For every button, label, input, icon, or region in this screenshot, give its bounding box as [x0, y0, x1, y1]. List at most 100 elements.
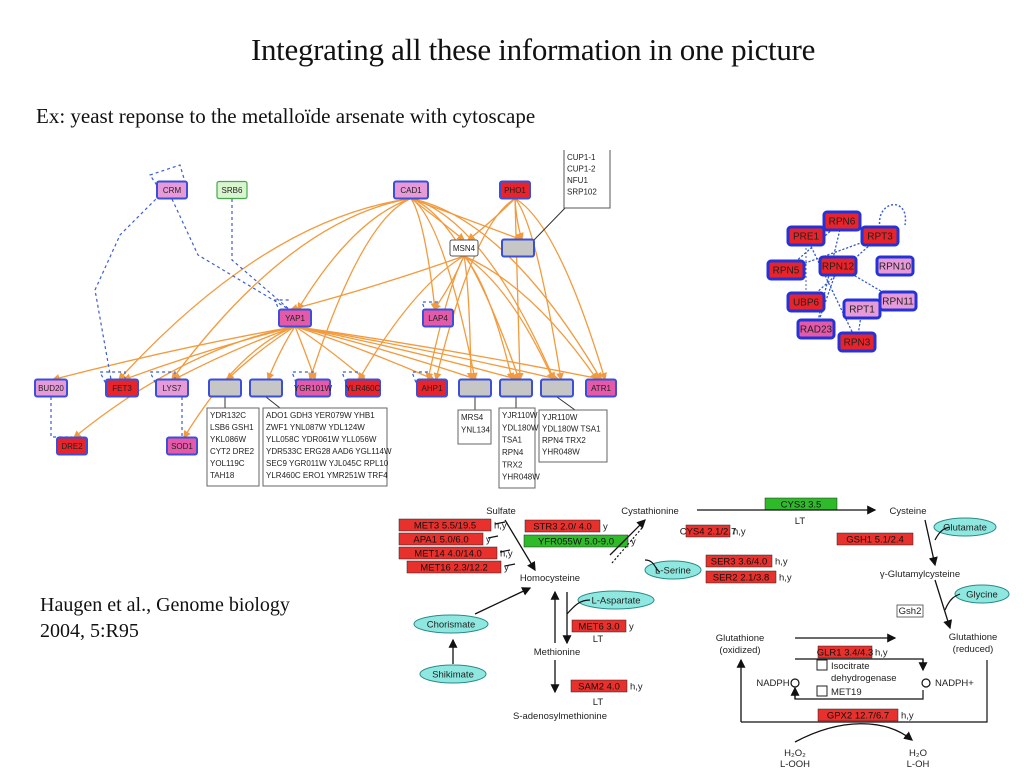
organism-tag: h,y: [494, 521, 507, 532]
gene-list-frame: [498, 407, 536, 489]
regulatory-edge: [51, 325, 296, 382]
node-box: [796, 318, 836, 340]
gsh2-box: [896, 604, 924, 618]
node-box: [345, 378, 381, 398]
gene-name: YNL134: [461, 426, 490, 435]
gene-name: CUP1-2: [567, 165, 596, 174]
node-label: LYS7: [163, 384, 183, 393]
regulatory-edge: [410, 197, 602, 381]
oval-label: L-Aspartate: [591, 596, 640, 607]
gene-name: TAH18: [210, 471, 235, 480]
network-node-bud20: BUD20: [34, 378, 68, 398]
node-label: PRE1: [793, 232, 820, 243]
node-label: YGR101W: [294, 384, 333, 393]
enzyme-box: [685, 524, 731, 538]
gene-name: RPN4: [502, 448, 524, 457]
regulatory-edge: [425, 255, 465, 381]
metabolite-h2o: H₂O: [909, 748, 927, 759]
network-node-sod1: SOD1: [166, 436, 198, 456]
enzyme-name: GLR1 3.4/4.3: [817, 648, 874, 659]
node-label: RPT1: [849, 305, 875, 316]
node-box: [216, 180, 248, 200]
metabolite-cysteine: Cysteine: [890, 506, 927, 517]
oval-label: Glycine: [966, 590, 998, 601]
metabolite-sam: S-adenosylmethionine: [513, 711, 607, 722]
network-node-g4: [499, 378, 533, 398]
enzyme-name: MET6 3.0: [578, 622, 619, 633]
node-box: [585, 378, 617, 398]
organism-tag: h,y: [630, 682, 643, 693]
gene-name: ADO1 GDH3 YER079W YHB1: [266, 411, 375, 420]
enzyme-name: MET3 5.5/19.5: [414, 521, 476, 532]
pathway-line: [934, 526, 951, 541]
regulatory-edge: [294, 326, 317, 381]
oval-shape: [933, 517, 997, 537]
network-node-fet3: FET3: [105, 378, 139, 398]
node-box: [34, 378, 68, 398]
regulatory-edge: [72, 325, 296, 439]
enzyme-label: GSH1 5.1/2.4: [836, 532, 914, 546]
enzyme-name: YFR055W 5.0-9.0: [538, 537, 614, 548]
node-label: BUD20: [38, 384, 64, 393]
enzyme-box: [571, 619, 627, 633]
enzyme-box: [570, 679, 628, 693]
node-box: [878, 290, 918, 312]
regulatory-edge: [294, 325, 479, 382]
network-node-g2: [249, 378, 283, 398]
node-label: RPT3: [867, 232, 893, 243]
checkbox-label-continued: dehydrogenase: [831, 673, 897, 684]
regulatory-edge: [514, 197, 607, 381]
regulatory-edge: [226, 325, 296, 381]
metabolite-gamma-glutamylcysteine: γ-Glutamylcysteine: [880, 569, 960, 580]
enzyme-label: CYS3 3.5: [764, 497, 838, 511]
gene-list-frame: [538, 409, 608, 463]
regulatory-edge: [410, 197, 466, 241]
node-label: PHO1: [504, 186, 526, 195]
metabolite-oval: Glutamate: [933, 517, 997, 537]
cluster-node: RPN11: [878, 290, 918, 312]
network-node-crm: CRM: [156, 180, 188, 200]
gsh2-label: Gsh2: [896, 604, 924, 618]
organism-tag: y: [629, 622, 634, 633]
gene-box-connector: [533, 204, 569, 241]
node-label: MSN4: [453, 244, 476, 253]
network-node-vgr: YGR101W: [294, 378, 333, 398]
network-node-cad1: CAD1: [393, 180, 429, 200]
cluster-node: RPN6: [822, 210, 862, 232]
enzyme-label: SAM2 4.0 h,y: [570, 679, 643, 693]
network-node-pho1: PHO1: [499, 180, 531, 200]
enzyme-name: SAM2 4.0: [578, 682, 620, 693]
enzyme-box: [523, 534, 629, 548]
metabolite-oval: L-Serine: [644, 560, 702, 580]
oval-label: Glutamate: [943, 523, 987, 534]
node-label: UBP6: [793, 298, 820, 309]
pathway-line: [504, 563, 516, 567]
node-label: YAP1: [285, 314, 305, 323]
regulatory-edge: [183, 325, 296, 439]
node-label: SRB6: [222, 186, 243, 195]
cluster-node: RPN10: [875, 255, 915, 277]
gsh2-text: Gsh2: [899, 606, 922, 617]
metabolite-glutathione-oxidized: Glutathione: [716, 633, 765, 644]
lt-label: LT: [593, 634, 604, 645]
node-label: RPN12: [822, 262, 855, 273]
node-label: CAD1: [400, 186, 422, 195]
interaction-edge: [99, 371, 126, 389]
gene-list-frame: [262, 407, 388, 487]
pathway-arrow: [934, 579, 953, 630]
regulatory-edge: [294, 325, 366, 381]
node-box: [156, 180, 188, 200]
enzyme-name: MET14 4.0/14.0: [414, 549, 482, 560]
interaction-edge: [94, 194, 161, 386]
checkbox-label: MET19: [831, 687, 862, 698]
metabolite-oval: Shikimate: [419, 664, 487, 684]
nadph-plus-node: [921, 678, 931, 688]
node-label: YLR460C: [346, 384, 381, 393]
gene-name: ZWF1 YNL087W YDL124W: [266, 423, 365, 432]
